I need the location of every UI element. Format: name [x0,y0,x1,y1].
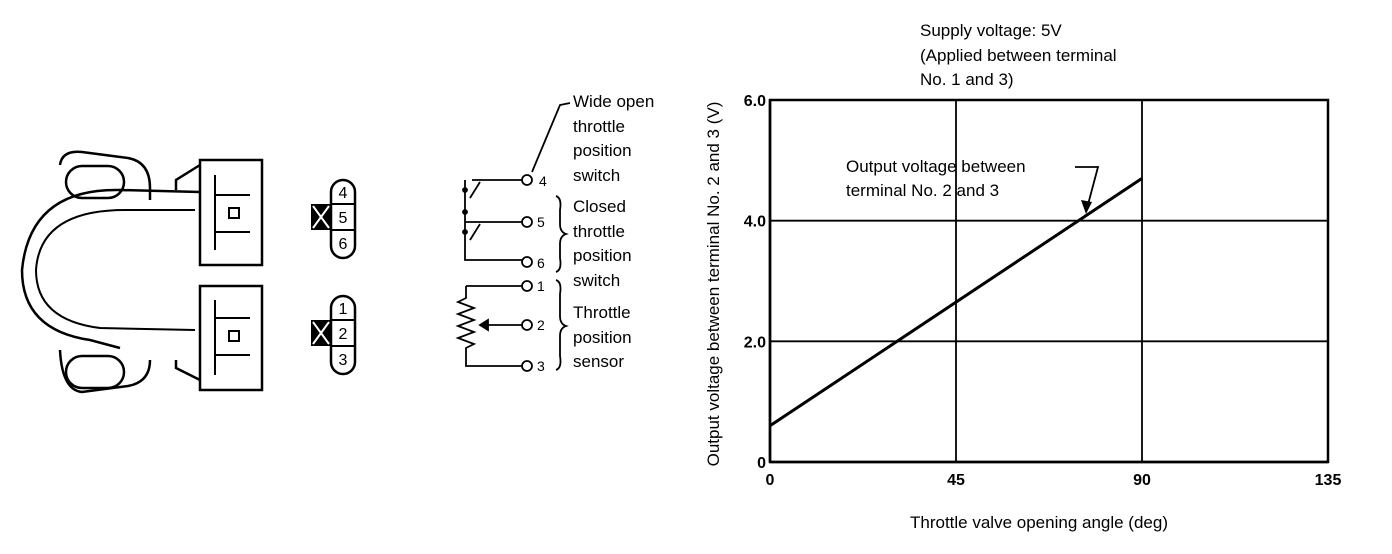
circuit-schematic [455,102,571,372]
terminal-label: 6 [537,255,545,271]
terminal-label: 3 [537,358,545,374]
pin-label: 2 [339,326,348,343]
wot-label: Wide open [573,92,654,111]
chart-grid [768,98,1330,464]
annotation-arrowhead [1081,200,1092,214]
y-axis-label: Output voltage between terminal No. 2 an… [704,102,723,467]
circuit-terminal-labels: 4 5 6 1 2 3 [537,173,547,374]
chart-note: No. 1 and 3) [920,70,1014,89]
terminal-label: 1 [537,278,545,294]
chart-note: Supply voltage: 5V [920,21,1062,40]
chart-series [769,177,1143,428]
closed-label: throttle [573,222,625,241]
wot-label: switch [573,166,620,185]
tps-label: Throttle [573,303,631,322]
pin-label: 4 [339,185,348,202]
y-tick-label: 2.0 [744,334,766,351]
connector-lower: 1 2 3 [311,294,357,376]
series-annotation: Output voltage between [846,157,1026,176]
circuit-descriptions: Wide open throttle position switch Close… [573,92,654,371]
closed-label: switch [573,271,620,290]
tps-label: sensor [573,352,624,371]
pin-label: 3 [339,352,348,369]
pin-label: 1 [339,301,348,318]
tps-label: position [573,328,632,347]
y-tick-label: 4.0 [744,214,766,231]
y-tick-label: 0 [757,455,766,472]
series-annotation: terminal No. 2 and 3 [846,181,999,200]
x-axis-label: Throttle valve opening angle (deg) [910,513,1168,532]
x-tick-label: 0 [766,472,775,489]
pin-label: 6 [339,236,348,253]
sensor-body-illustration [20,150,264,394]
closed-label: position [573,246,632,265]
x-tick-label: 90 [1133,472,1151,489]
y-tick-label: 6.0 [744,93,766,110]
terminal-label: 5 [537,214,545,230]
terminal-label: 2 [537,317,545,333]
pin-label: 5 [339,210,348,227]
plot-frame [768,98,1330,464]
output-voltage-line [769,177,1143,428]
connector-upper: 4 5 6 [311,178,357,260]
closed-label: Closed [573,197,626,216]
voltage-chart: Supply voltage: 5V (Applied between term… [704,21,1341,532]
x-tick-label: 45 [947,472,965,489]
chart-ticks: 0 45 90 135 0 2.0 4.0 6.0 [744,93,1342,489]
x-tick-label: 135 [1315,472,1342,489]
chart-note: (Applied between terminal [920,46,1117,65]
annotation-leader [1075,166,1100,213]
wot-label: throttle [573,117,625,136]
wot-label: position [573,141,632,160]
terminal-label: 4 [539,173,547,189]
